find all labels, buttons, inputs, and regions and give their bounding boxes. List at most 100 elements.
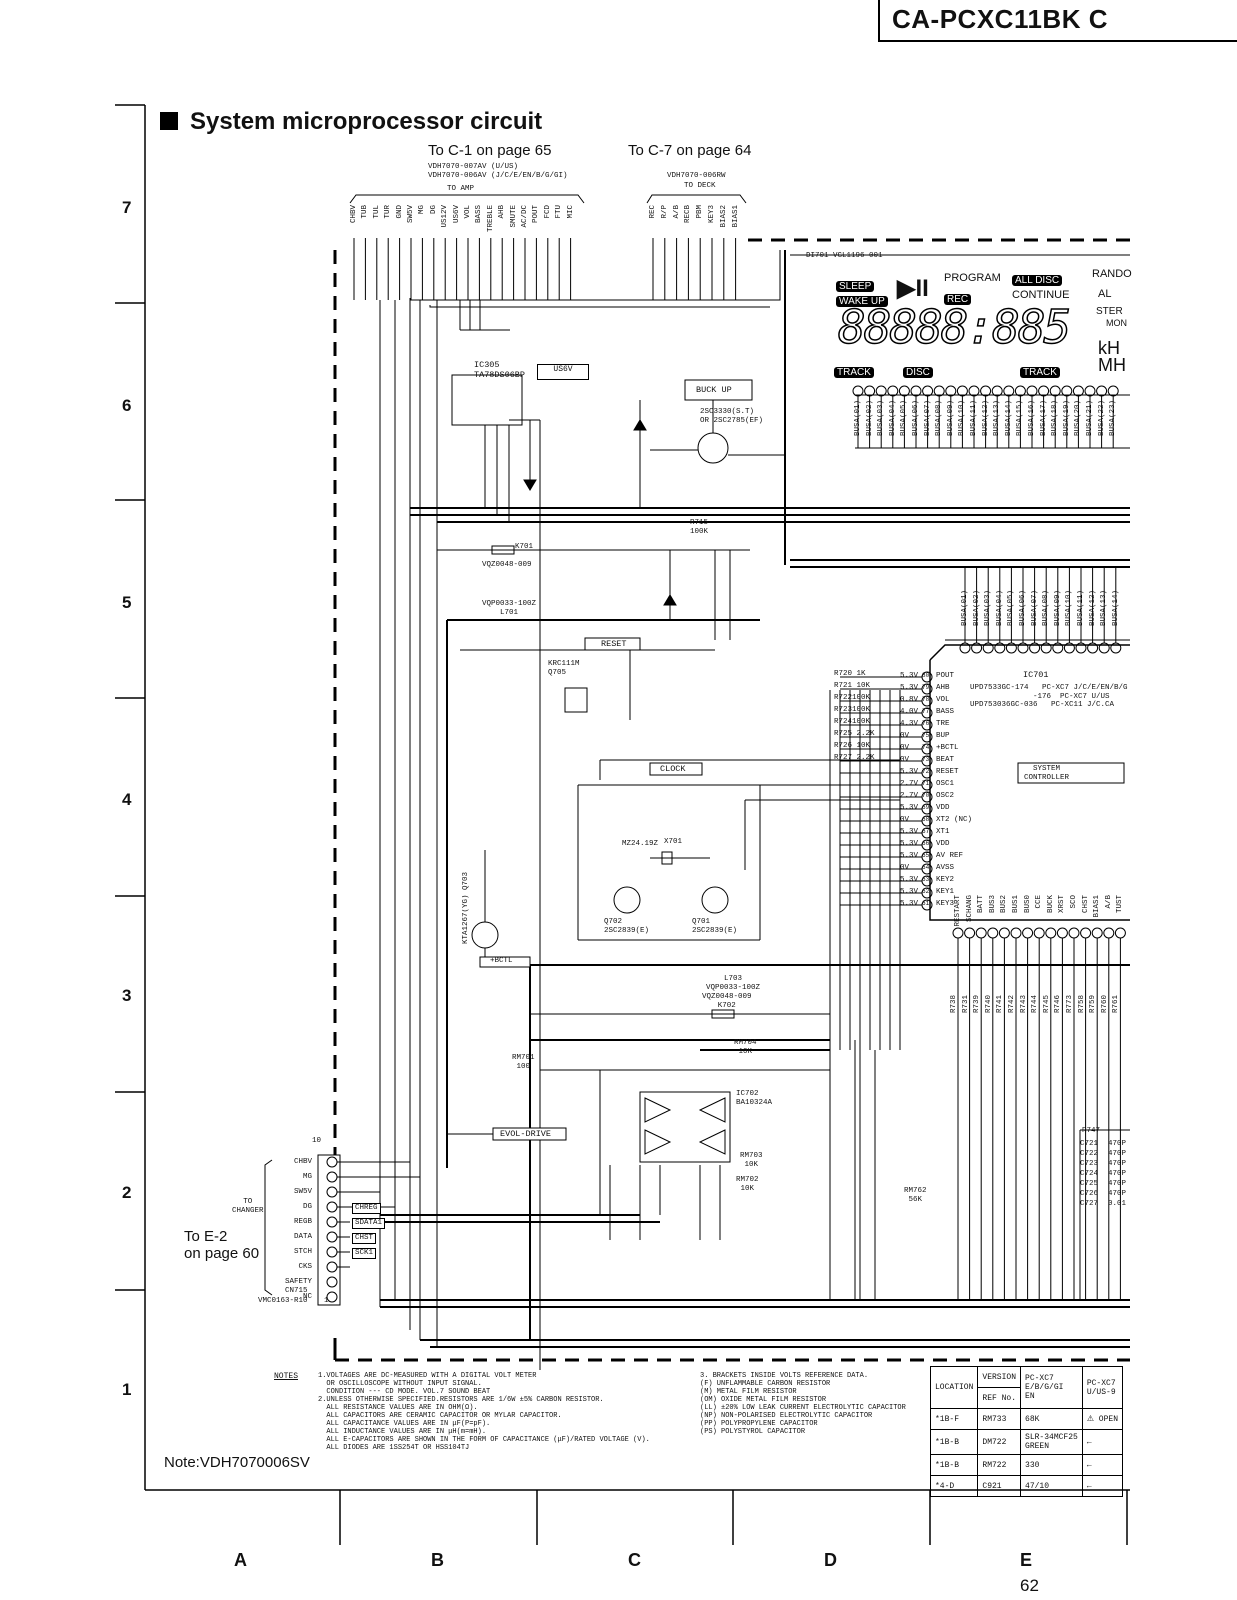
busa-label: BUSA(04) xyxy=(995,590,1004,627)
col-label-b: B xyxy=(431,1550,444,1570)
amp-pin-label: TREBLE xyxy=(486,205,495,233)
busa-label: BUSA(13) xyxy=(1100,590,1109,627)
k701-label: K701 xyxy=(515,543,534,551)
pin-name: VDD xyxy=(936,840,950,848)
connector-name: CN715 xyxy=(285,1287,308,1295)
seven-segment-digits: 88888:885 xyxy=(837,299,1072,355)
pin-name: VOL xyxy=(936,696,950,704)
pin-name: XT1 xyxy=(936,828,950,836)
notes-left: 1.VOLTAGES ARE DC-MEASURED WITH A DIGITA… xyxy=(318,1372,650,1453)
capacitor-value: 470P xyxy=(1108,1190,1127,1198)
ic701-bottom-pin xyxy=(1045,927,1057,939)
table-header-location: LOCATION xyxy=(929,1366,979,1409)
busa-label: BUSA(02) xyxy=(865,400,874,437)
disc-indicator: DISC xyxy=(903,362,933,380)
pin-name: KEY1 xyxy=(936,888,955,896)
table-header-version: VERSION xyxy=(977,1366,1022,1388)
busa-label: BUSA(06) xyxy=(912,400,920,437)
q703-label: KTA1267(YG) Q703 xyxy=(462,872,470,945)
pin-name: RESET xyxy=(936,768,959,776)
bottom-resistor: R742 xyxy=(1008,995,1016,1014)
to-amp-label: TO AMP xyxy=(447,185,475,193)
pin-number: 67 xyxy=(922,828,930,835)
l703-label: L703 VQP0033-100Z xyxy=(706,975,761,992)
q705-label: KRC111M Q705 xyxy=(548,660,580,677)
pin-number: 70 xyxy=(922,792,930,799)
pin-number: 74 xyxy=(922,744,930,751)
amp-pin-label: US12V xyxy=(441,205,450,228)
ic701-bottom-pin xyxy=(1033,927,1045,939)
pin-voltage: 4.0V xyxy=(900,708,919,716)
rm702-label: RM702 10K xyxy=(736,1176,759,1193)
busa-label: BUSA(02) xyxy=(972,590,981,627)
ic701-bottom-pin xyxy=(1068,927,1080,939)
program-indicator: PROGRAM xyxy=(944,272,1001,284)
pin-voltage: 0V xyxy=(900,744,910,752)
busa-label: BUSA(10) xyxy=(1065,590,1074,627)
busa-label: BUSA(23) xyxy=(1109,400,1118,437)
bottom-resistor: R731 xyxy=(961,995,970,1014)
x701-part: MZ24.19Z xyxy=(622,840,659,848)
busa-label: BUSA(16) xyxy=(1028,400,1036,437)
row-label-4: 4 xyxy=(122,790,132,809)
footer-note: Note:VDH7070006SV xyxy=(164,1454,310,1471)
evol-drive-label: EVOL-DRIVE xyxy=(500,1129,552,1139)
ic701-bottom-pin xyxy=(1091,927,1103,939)
busa-label: BUSA(07) xyxy=(1030,590,1039,627)
capacitor-label: C726 xyxy=(1080,1190,1099,1198)
x701-label: X701 xyxy=(664,838,683,846)
ic701-bottom-pin xyxy=(964,927,976,939)
busa-label: BUSA(20) xyxy=(1074,400,1083,437)
to-deck-label: TO DECK xyxy=(684,182,716,190)
connector-pin1: 1 xyxy=(324,1297,329,1305)
bottom-resistor: R740 xyxy=(984,995,993,1014)
pin-name: AVSS xyxy=(936,864,955,872)
deck-pin-label: A/B xyxy=(672,205,681,219)
pin-name: BUP xyxy=(936,732,950,740)
bottom-resistor: R739 xyxy=(973,995,982,1014)
changer-net-label: CHST xyxy=(352,1233,377,1244)
capacitor-label: C725 xyxy=(1080,1180,1099,1188)
capacitor-value: 470P xyxy=(1108,1150,1127,1158)
deck-pin-label: BIAS2 xyxy=(719,205,728,228)
row-label-7: 7 xyxy=(122,198,132,217)
ref-to-e2-line2: on page 60 xyxy=(184,1245,260,1262)
capacitor-label: C724 xyxy=(1080,1170,1099,1178)
busa-label: BUSA(04) xyxy=(888,400,897,437)
amp-pin-label: CHBV xyxy=(350,205,358,224)
pin-voltage: 2.7V xyxy=(900,780,919,788)
busa-label: BUSA(03) xyxy=(877,400,886,437)
ic701-part-numbers: UPD7533GC-174 PC-XC7 J/C/E/EN/B/G -176 P… xyxy=(970,684,1128,710)
bottom-pin-label: BIAS1 xyxy=(1093,895,1102,918)
pin-voltage: 5.3V xyxy=(900,840,919,848)
deck-pin-label: REC xyxy=(649,205,657,219)
resistor-label: R720 1K xyxy=(834,670,866,678)
busa-label: BUSA(05) xyxy=(1007,590,1016,627)
track-indicator: TRACK xyxy=(834,362,874,380)
bottom-resistor: R758 xyxy=(1077,995,1086,1014)
row-label-5: 5 xyxy=(122,593,132,612)
bottom-pin-label: A/B xyxy=(1104,895,1113,909)
busa-label: BUSA(15) xyxy=(1016,400,1025,437)
amp-pin-label: VOL xyxy=(464,205,472,219)
amp-pin-label: US6V xyxy=(452,205,461,224)
rm701-label: RM701 100 xyxy=(512,1054,535,1071)
model-number: CA-PCXC11BK C xyxy=(892,4,1108,34)
amp-pin-label: TUL xyxy=(372,205,381,219)
pin-number: 68 xyxy=(922,816,930,823)
amp-pin-label: SMUTE xyxy=(509,205,518,228)
resistor-label: R726 10K xyxy=(834,742,871,750)
busa-label: BUSA(18) xyxy=(1051,400,1060,437)
pin-name: POUT xyxy=(936,672,955,680)
amp-pin-label: BASS xyxy=(475,205,484,224)
busa-label: BUSA(03) xyxy=(984,590,993,627)
q704-label: 2SC3330(S.T) OR 2SC2785(EF) xyxy=(700,408,764,425)
pin-voltage: 0V xyxy=(900,756,910,764)
bottom-pin-label: SCHANG xyxy=(965,895,974,923)
capacitor-value: 470P xyxy=(1108,1160,1127,1168)
changer-pin-label: CHBV xyxy=(293,1158,312,1166)
